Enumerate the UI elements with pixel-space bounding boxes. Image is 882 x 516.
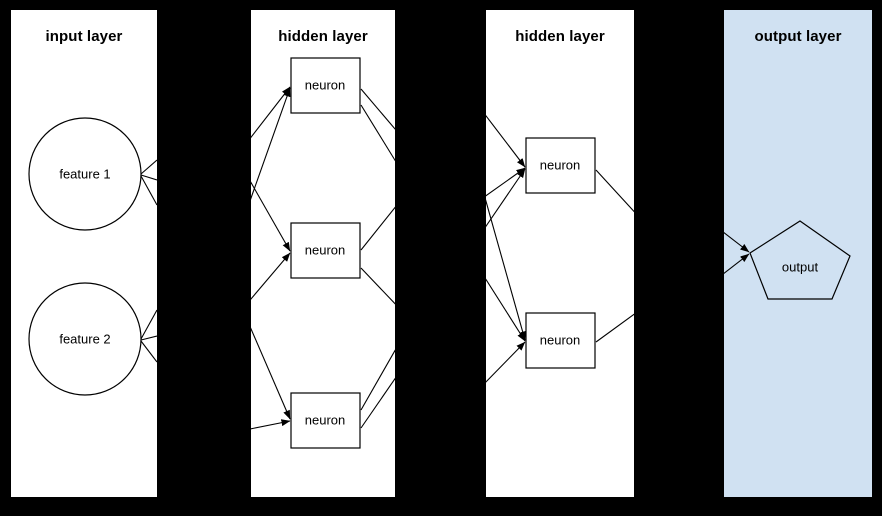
node-feature-1[interactable] [28,117,142,231]
layer-title-input: input layer [45,28,123,45]
node-output[interactable] [749,220,851,300]
node-label-feature-1: feature 1 [59,166,110,181]
hidden-1-outgoing-edges [360,88,395,429]
layer-title-hidden-2: hidden layer [515,28,605,45]
layer-title-hidden-1: hidden layer [278,28,368,45]
input-edge-stubs [140,159,157,363]
node-label-feature-2: feature 2 [59,331,110,346]
node-hidden1-neuron-2[interactable] [290,222,361,279]
output-incoming-edges [724,231,750,275]
layer-panel-hidden-2[interactable]: hidden layer neuron neuron [486,10,634,497]
node-feature-2[interactable] [28,282,142,396]
layer-panel-hidden-1[interactable]: hidden layer [251,10,395,497]
hidden-layer-2-nodes: neuron neuron [486,114,634,383]
hidden-2-outgoing-edges [595,169,634,343]
node-label-hidden2-neuron-1: neuron [540,157,580,172]
hidden-layer-1-nodes: neuron neuron neuron [251,57,395,449]
node-label-hidden1-neuron-2: neuron [305,242,345,257]
node-label-output: output [782,259,819,274]
node-hidden1-neuron-1[interactable] [290,57,361,114]
input-layer-nodes: feature 1 feature 2 [28,117,157,396]
node-hidden2-neuron-1[interactable] [525,137,596,194]
layer-panel-output[interactable]: output layer output [724,10,872,497]
node-hidden2-neuron-2[interactable] [525,312,596,369]
layer-panel-input[interactable]: input layer feature 1 feature 2 [11,10,157,497]
layer-title-output: output layer [754,28,842,45]
node-label-hidden1-neuron-1: neuron [305,77,345,92]
node-label-hidden1-neuron-3: neuron [305,412,345,427]
node-label-hidden2-neuron-2: neuron [540,332,580,347]
output-layer-nodes: output [724,220,851,300]
hidden-1-incoming-edges [251,86,291,430]
hidden-2-incoming-edges [486,114,527,383]
node-hidden1-neuron-3[interactable] [290,392,361,449]
